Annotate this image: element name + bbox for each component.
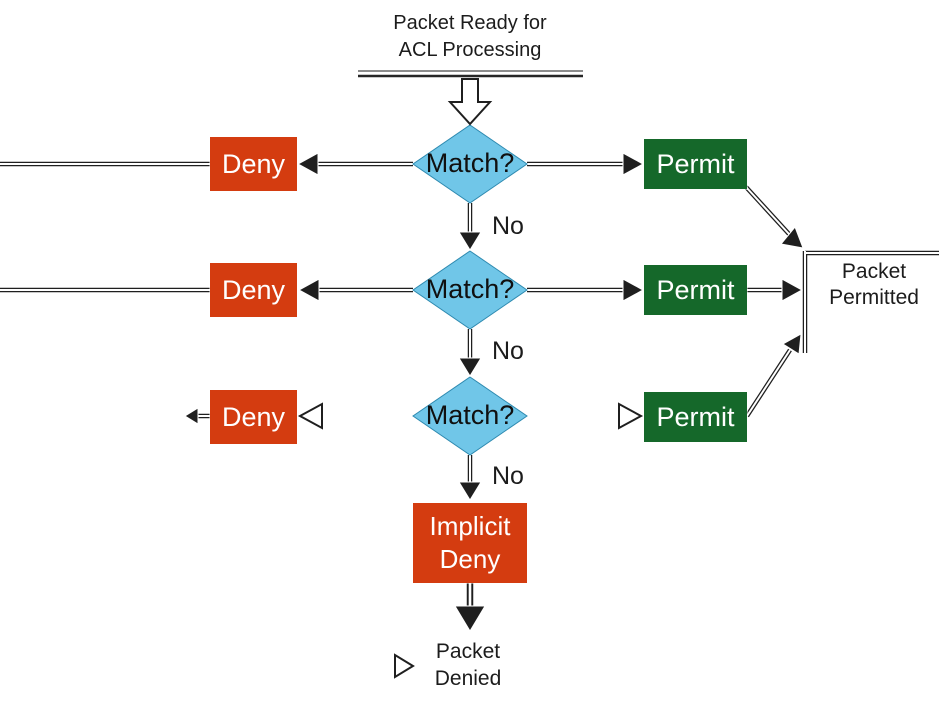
deny-box-1: Deny (210, 137, 297, 191)
packet-permitted-label: Packet Permitted (815, 259, 933, 311)
packet-permitted-line2: Permitted (829, 286, 919, 309)
deny-box-3: Deny (210, 390, 297, 444)
edge-permit1-merge-inner (745, 186, 790, 235)
arrowhead-to-match3 (458, 357, 482, 377)
arrowhead-deny3-out (184, 407, 199, 425)
permit-box-2: Permit (644, 265, 747, 315)
deny-box-2-label: Deny (221, 274, 286, 305)
arrowhead-permit1-merge (780, 226, 804, 249)
no-branch-label-3: No (492, 462, 524, 490)
no-branch-label-2: No (492, 337, 524, 365)
arrowhead-stub-to-permit3 (618, 402, 644, 430)
implicit-deny-line1: Implicit (429, 511, 511, 541)
arrow-heads (184, 78, 804, 679)
arrowhead-to-deny1 (296, 152, 319, 176)
deny-box-3-label: Deny (221, 401, 286, 432)
arrowhead-permit3-merge (782, 333, 802, 355)
arrowhead-to-implicit-deny (458, 481, 482, 501)
decision-diamond-3 (412, 376, 528, 456)
arrowhead-to-match2 (458, 231, 482, 251)
packet-denied-label: Packet Denied (408, 638, 528, 692)
decision-label-3: Match? (425, 400, 515, 430)
packet-permitted-line1: Packet (841, 260, 907, 283)
arrowhead-to-deny2 (297, 278, 320, 302)
deny-box-1-label: Deny (221, 148, 286, 179)
start-arrow (447, 78, 493, 126)
arrowhead-to-permit1 (622, 152, 645, 176)
implicit-deny-box: Implicit Deny (413, 503, 527, 583)
decision-diamond-2 (412, 250, 528, 330)
packet-denied-line1: Packet (435, 640, 501, 663)
permit-box-1-label: Permit (656, 148, 735, 179)
arrowhead-stub-to-deny3 (297, 402, 323, 430)
flow-title: Packet Ready for ACL Processing (340, 10, 600, 64)
permit-box-3: Permit (644, 392, 747, 442)
arrowhead-to-permit2 (622, 278, 645, 302)
permit-box-2-label: Permit (656, 274, 735, 305)
connector-shafts-inner (0, 163, 939, 607)
permit-box-1: Permit (644, 139, 747, 189)
flow-title-line1: Packet Ready for (393, 12, 547, 34)
arrowhead-stub-packet-denied (394, 653, 415, 679)
flow-title-line2: ACL Processing (398, 39, 542, 61)
deny-box-2: Deny (210, 263, 297, 317)
permit-box-3-label: Permit (656, 401, 735, 432)
implicit-deny-line2: Deny (439, 544, 501, 574)
arrowhead-permit2-merge (781, 278, 804, 302)
decision-label-2: Match? (425, 274, 515, 304)
decision-label-1: Match? (425, 148, 515, 178)
edge-permit3-merge-inner (746, 349, 791, 417)
no-branch-label-1: No (492, 212, 524, 240)
decision-diamond-1 (412, 124, 528, 204)
packet-denied-line2: Denied (434, 667, 502, 690)
arrowhead-to-packet-denied (454, 605, 486, 632)
